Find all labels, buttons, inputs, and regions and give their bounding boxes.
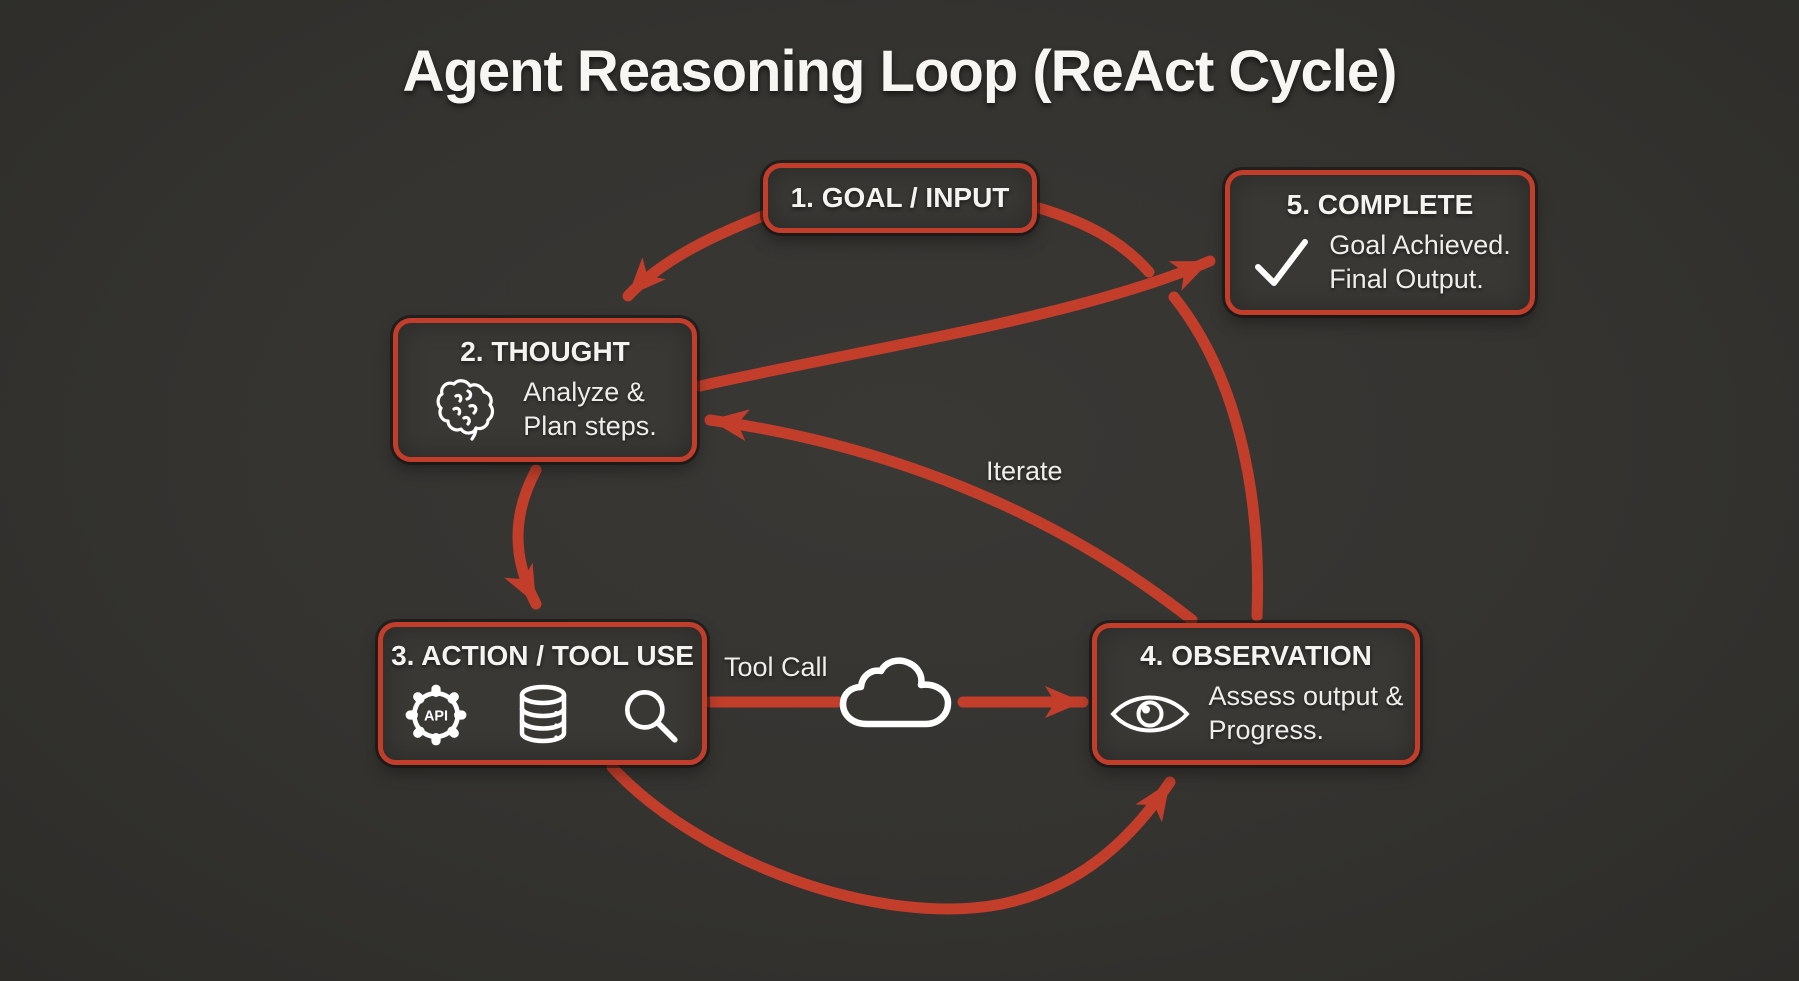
database-icon	[511, 682, 575, 748]
cloud-icon	[836, 656, 962, 742]
node-complete-body: Goal Achieved. Final Output.	[1329, 229, 1511, 294]
node-action-title: 3. ACTION / TOOL USE	[391, 639, 694, 671]
node-complete-title: 5. COMPLETE	[1286, 188, 1474, 220]
eye-icon	[1108, 686, 1192, 742]
node-thought-body: Analyze & Plan steps.	[523, 377, 657, 441]
iterate-label: Iterate	[986, 456, 1063, 486]
node-action-tool-use: 3. ACTION / TOOL USE API	[378, 622, 707, 765]
arrow-thought-to-complete	[694, 255, 1216, 392]
api-gear-icon: API	[403, 682, 469, 748]
node-observation-body: Assess output & Progress.	[1208, 681, 1404, 745]
api-gear-label: API	[423, 708, 447, 724]
node-goal-input-title: 1. GOAL / INPUT	[790, 182, 1010, 213]
node-complete: 5. COMPLETE Goal Achieved. Final Output.	[1225, 170, 1535, 315]
node-thought-title: 2. THOUGHT	[460, 336, 630, 368]
search-icon	[617, 682, 683, 748]
tool-call-label: Tool Call	[724, 652, 828, 682]
arrow-thought-to-action	[504, 464, 542, 610]
node-thought: 2. THOUGHT Analyze & Plan steps.	[393, 318, 697, 462]
brain-icon	[433, 377, 507, 443]
arrow-action-to-observation-bottom-arc	[606, 761, 1176, 915]
node-goal-input: 1. GOAL / INPUT	[763, 163, 1037, 233]
arrow-observation-to-thought-iterate	[704, 409, 1198, 626]
page-title: Agent Reasoning Loop (ReAct Cycle)	[402, 39, 1398, 104]
check-icon	[1249, 231, 1313, 295]
node-observation: 4. OBSERVATION Assess output & Progress.	[1092, 623, 1420, 765]
node-observation-title: 4. OBSERVATION	[1140, 640, 1372, 672]
cycle-arc-goal-to-observation-upper	[1033, 202, 1155, 278]
cycle-arc-goal-to-observation-lower	[1168, 291, 1264, 622]
arrow-goal-to-thought	[622, 208, 774, 302]
